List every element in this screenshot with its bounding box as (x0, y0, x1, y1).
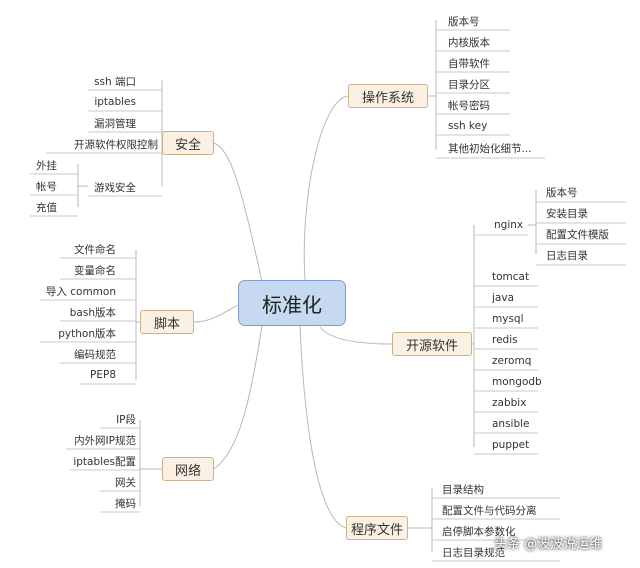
security-game: 游戏安全 (94, 181, 136, 194)
branch-script: 脚本 (140, 310, 194, 334)
game-leaf: 充值 (36, 201, 57, 214)
watermark-text: 头条 @波波说运维 (494, 537, 603, 552)
network-leaf: IP段 (116, 413, 136, 426)
os-leaf: 其他初始化细节... (448, 142, 532, 155)
program-leaf: 日志目录规范 (442, 546, 505, 559)
network-leaf: 内外网IP规范 (74, 434, 136, 447)
script-leaf: 文件命名 (74, 243, 116, 256)
opensource-leaf: redis (492, 334, 518, 346)
opensource-leaf: mongodb (492, 376, 542, 388)
opensource-leaf: mysql (492, 313, 524, 325)
os-leaf: 自带软件 (448, 57, 490, 70)
branch-os: 操作系统 (348, 84, 428, 108)
program-leaf: 启停脚本参数化 (442, 525, 516, 538)
os-leaf: 目录分区 (448, 78, 490, 91)
script-leaf: bash版本 (69, 306, 116, 319)
branch-network: 网络 (162, 457, 214, 481)
branch-security: 安全 (162, 131, 214, 155)
opensource-leaf: ansible (492, 418, 530, 430)
security-leaf: 开源软件权限控制 (74, 138, 158, 151)
program-leaf: 目录结构 (442, 483, 484, 496)
game-leaf: 帐号 (36, 180, 57, 193)
opensource-leaf: zeromq (492, 355, 532, 367)
script-leaf: 编码规范 (74, 348, 116, 361)
security-leaf: iptables (94, 96, 136, 108)
os-leaf: 内核版本 (448, 36, 490, 49)
center-topic: 标准化 (238, 280, 346, 326)
nginx-leaf: 配置文件模版 (546, 228, 609, 241)
opensource-leaf: java (492, 292, 514, 304)
network-leaf: iptables配置 (73, 455, 136, 468)
os-leaf: 帐号密码 (448, 99, 490, 112)
program-leaf: 配置文件与代码分离 (442, 504, 537, 517)
script-leaf: python版本 (58, 327, 116, 340)
network-leaf: 网关 (115, 476, 136, 489)
network-leaf: 掩码 (115, 497, 136, 510)
nginx-leaf: 日志目录 (546, 249, 588, 262)
opensource-leaf: zabbix (492, 397, 527, 409)
script-leaf: 导入 common (45, 285, 116, 298)
opensource-leaf: puppet (492, 439, 530, 451)
opensource-leaf: tomcat (492, 271, 530, 283)
os-leaf: ssh key (448, 120, 488, 132)
branch-opensource: 开源软件 (392, 332, 472, 356)
script-leaf: 变量命名 (74, 264, 116, 277)
security-leaf: ssh 端口 (94, 75, 136, 88)
os-leaf: 版本号 (448, 15, 480, 28)
game-leaf: 外挂 (36, 159, 57, 172)
nginx-leaf: 安装目录 (546, 207, 588, 220)
branch-program: 程序文件 (346, 516, 408, 540)
security-leaf: 漏洞管理 (94, 117, 136, 130)
nginx-leaf: 版本号 (546, 186, 578, 199)
nginx-node: nginx (494, 219, 524, 231)
script-leaf: PEP8 (90, 369, 116, 381)
